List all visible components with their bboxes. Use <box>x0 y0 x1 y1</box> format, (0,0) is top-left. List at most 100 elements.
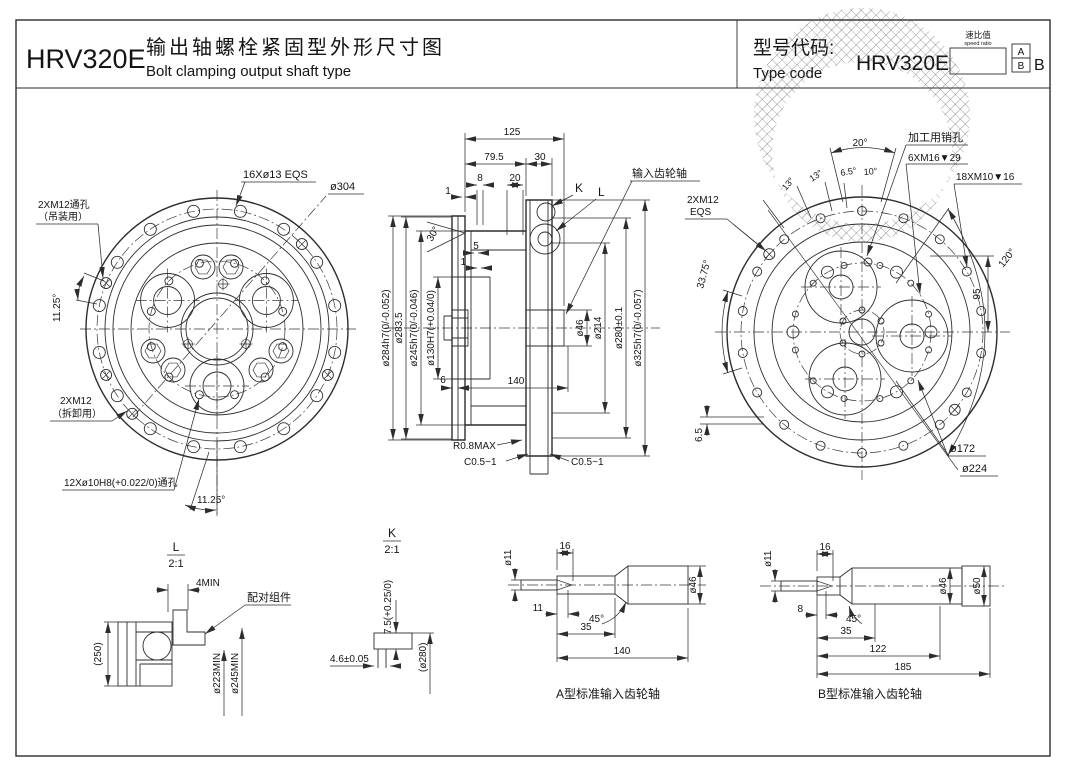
dim-5: 5 <box>473 241 479 252</box>
dim-20: 20 <box>509 173 521 184</box>
label-front-lift-holes: 2XM12通孔 <box>38 199 90 211</box>
dim-b-dia46: ø46 <box>938 577 949 595</box>
label-rear-m12: 2XM12 <box>687 195 719 206</box>
label-front-through-holes: 12Xø10H8(+0.022/0)通孔 <box>64 477 178 489</box>
dim-95: 95 <box>972 288 983 300</box>
label-m16-holes: 6XM16▼29 <box>908 153 961 164</box>
dim-b-dia50: ø50 <box>972 577 983 595</box>
dim-a-dia46: ø46 <box>688 576 699 594</box>
dim-30: 30 <box>534 152 546 163</box>
gear-ring-hatch <box>753 7 970 243</box>
front-outer-bolt-holes <box>92 204 342 454</box>
callout-l: L <box>598 185 605 199</box>
dim-1-top: 1 <box>445 186 451 197</box>
dim-6: 6 <box>440 375 446 386</box>
dim-6-5: 6.5 <box>694 428 705 442</box>
dim-dia172: ø172 <box>950 443 975 455</box>
dim-dia283-5: ø283.5 <box>394 312 405 344</box>
dim-a-35: 35 <box>580 622 592 633</box>
option-b-box <box>1011 57 1031 73</box>
rear-outer-bolt-holes <box>737 206 987 458</box>
dim-79-5: 79.5 <box>484 152 504 163</box>
dim-dia245min: ø245MIN <box>230 653 241 694</box>
option-b: B <box>1018 61 1025 72</box>
dim-b-185: 185 <box>895 662 912 673</box>
dim-250: (250) <box>93 642 104 665</box>
sheet-title-cn: 输出轴螺栓紧固型外形尺寸图 <box>146 36 445 59</box>
label-rear-m12-eqs: EQS <box>690 207 711 218</box>
dim-b-dia11: ø11 <box>763 550 774 567</box>
section-view: 125 79.5 30 8 20 1 30° 5 1 K L 输入齿轮轴 ø28… <box>381 127 700 475</box>
dim-b-8: 8 <box>797 604 803 615</box>
dim-angle-33-75: 33.75° <box>695 259 713 290</box>
dim-4min: 4MIN <box>196 578 220 589</box>
type-suffix: B <box>1034 57 1045 74</box>
option-a: A <box>1018 47 1025 58</box>
dim-dia325: ø325h7(0/-0.057) <box>633 289 644 366</box>
machining-pin-hole <box>863 257 873 267</box>
detail-l: L 2:1 4MIN 配对组件 (250) ø223MIN ø245MIN <box>93 540 291 716</box>
dim-angle-30: 30° <box>425 225 442 244</box>
detail-k: K 2:1 (ø280) 7.5(+0.25/0) 4.6±0.05 <box>330 526 434 694</box>
dim-dia223min: ø223MIN <box>212 653 223 694</box>
dim-a-dia11: ø11 <box>503 549 514 566</box>
ratio-label-cn: 速比值 <box>965 30 991 40</box>
detail-k-name: K <box>388 526 396 540</box>
dim-dia280-ref: (ø280) <box>418 643 429 672</box>
shaft-a-caption: A型标准输入齿轮轴 <box>556 686 660 701</box>
label-chamfer-left: C0.5~1 <box>464 457 497 468</box>
dim-8: 8 <box>477 173 483 184</box>
label-front-angle-bottom: 11.25° <box>197 495 225 506</box>
sheet-title-en: Bolt clamping output shaft type <box>146 63 351 80</box>
dim-7-5: 7.5(+0.25/0) <box>383 580 394 634</box>
mating-part-hatched <box>172 609 206 646</box>
shaft-b-caption: B型标准输入齿轮轴 <box>818 686 922 701</box>
label-input-gear-shaft: 输入齿轮轴 <box>632 166 687 180</box>
dim-b-122: 122 <box>870 644 887 655</box>
dim-a-11: 11 <box>533 603 544 614</box>
dim-b-45: 45° <box>846 614 861 625</box>
dim-125: 125 <box>504 127 521 138</box>
dim-dia280: ø280±0.1 <box>614 306 625 349</box>
label-front-lift-holes-use: （吊装用） <box>38 210 88 223</box>
label-mating-part: 配对组件 <box>247 590 291 604</box>
dim-dia284: ø284h7(0/-0.052) <box>381 289 392 366</box>
dim-140: 140 <box>508 376 525 387</box>
shaft-a-detail: 16 ø11 11 45° 35 140 ø46 A型标准输入齿轮轴 <box>503 541 706 701</box>
dim-angle-13b: 13° <box>807 167 824 183</box>
detail-l-name: L <box>173 540 180 554</box>
dim-b-16: 16 <box>819 542 831 553</box>
label-front-removal-holes: 2XM12 <box>60 396 92 407</box>
dim-a-140: 140 <box>614 646 631 657</box>
callout-k: K <box>575 181 583 195</box>
detail-k-scale: 2:1 <box>384 544 399 556</box>
label-front-bolt-holes: 16Xø13 EQS <box>243 169 308 181</box>
label-m10-holes: 18XM10▼16 <box>956 172 1015 183</box>
label-r08max: R0.8MAX <box>453 441 496 452</box>
dim-4-6: 4.6±0.05 <box>330 654 369 665</box>
rear-center-holes <box>839 306 885 358</box>
rear-inner-holes <box>786 257 938 403</box>
model-code: HRV320E <box>26 44 146 74</box>
label-front-angle-left: 11.25° <box>52 294 63 322</box>
dim-dia46: ø46 <box>575 319 586 337</box>
label-front-dia304: ø304 <box>330 181 355 193</box>
rear-view: 20° 13° 13° 6.5° 10° 加工用销孔 6XM16▼29 18XM… <box>685 7 1022 480</box>
dim-dia214: ø214 <box>593 316 604 339</box>
dim-a-16: 16 <box>559 541 571 552</box>
label-front-removal-holes-use: （拆卸用） <box>52 407 102 420</box>
dim-angle-10: 10° <box>863 166 878 177</box>
dim-angle-20: 20° <box>852 138 867 149</box>
dim-dia245: ø245h7(0/-0.046) <box>409 289 420 366</box>
label-pin-hole: 加工用销孔 <box>908 130 963 144</box>
dim-a-45: 45° <box>589 614 604 625</box>
label-chamfer-right: C0.5~1 <box>571 457 604 468</box>
front-view: 16Xø13 EQS ø304 2XM12通孔 （吊装用） 11.25° 2XM… <box>36 169 364 516</box>
dim-angle-6-5: 6.5° <box>840 165 858 178</box>
sheet-border <box>15 19 1051 757</box>
dim-b-35: 35 <box>840 626 852 637</box>
dim-angle-120: 120° <box>997 247 1018 270</box>
shaft-b-detail: 16 ø11 8 45° 35 122 185 ø46 ø50 B型标准输入齿轮… <box>760 542 1004 701</box>
dim-1-mid: 1 <box>460 257 466 268</box>
